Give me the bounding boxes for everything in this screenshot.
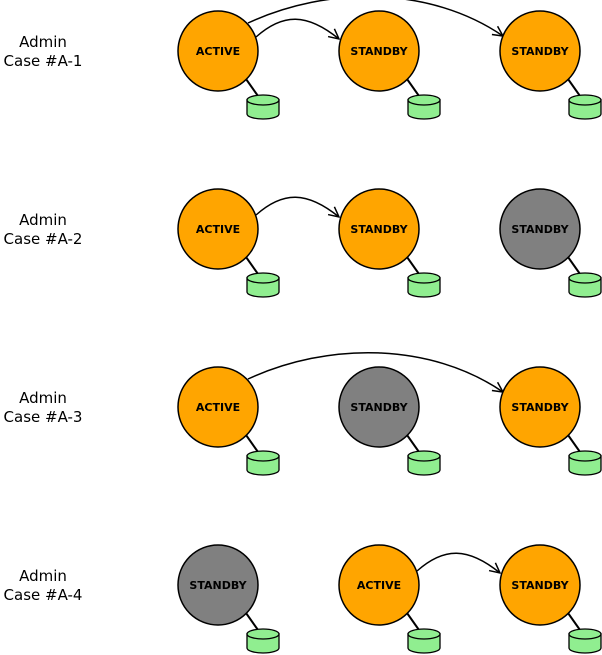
storage-link (245, 612, 259, 631)
node-circle (338, 366, 420, 448)
node-online: ACTIVE (177, 188, 259, 270)
case-title: Admin (19, 567, 67, 585)
case-number: Case #A-3 (4, 408, 83, 426)
node-offline: STANDBY (177, 544, 259, 626)
database-icon (407, 94, 441, 120)
replication-arrow (416, 552, 500, 573)
storage-link (406, 256, 420, 275)
storage-link (245, 434, 259, 453)
replication-arrow (255, 196, 339, 217)
storage-link (406, 78, 420, 97)
storage-link (567, 78, 581, 97)
database-icon (246, 450, 280, 476)
node-label: STANDBY (350, 223, 408, 236)
node-online: ACTIVE (177, 366, 259, 448)
node-online: STANDBY (338, 188, 420, 270)
node-label: STANDBY (511, 223, 569, 236)
case-number: Case #A-4 (4, 586, 83, 604)
case-title: Admin (19, 33, 67, 51)
node-online: STANDBY (499, 366, 581, 448)
storage-link (406, 434, 420, 453)
node-offline: STANDBY (338, 366, 420, 448)
database-icon (568, 450, 602, 476)
storage-link (245, 78, 259, 97)
database-icon (568, 272, 602, 298)
node-circle (338, 544, 420, 626)
storage-link (567, 256, 581, 275)
node-label: STANDBY (350, 45, 408, 58)
storage-link (245, 256, 259, 275)
node-label: ACTIVE (196, 401, 240, 414)
node-label: ACTIVE (357, 579, 401, 592)
node-circle (338, 188, 420, 270)
storage-link (567, 434, 581, 453)
node-circle (499, 10, 581, 92)
database-icon (407, 628, 441, 654)
node-online: ACTIVE (338, 544, 420, 626)
case-title: Admin (19, 389, 67, 407)
database-icon (568, 628, 602, 654)
node-circle (177, 188, 259, 270)
node-label: STANDBY (350, 401, 408, 414)
node-circle (499, 544, 581, 626)
node-label: ACTIVE (196, 223, 240, 236)
node-online: STANDBY (338, 10, 420, 92)
node-circle (338, 10, 420, 92)
node-circle (177, 366, 259, 448)
replication-arrow (247, 351, 503, 392)
database-icon (246, 628, 280, 654)
node-online: STANDBY (499, 544, 581, 626)
storage-link (567, 612, 581, 631)
database-icon (407, 272, 441, 298)
database-icon (246, 94, 280, 120)
node-circle (499, 188, 581, 270)
storage-link (406, 612, 420, 631)
database-icon (407, 450, 441, 476)
node-online: ACTIVE (177, 10, 259, 92)
replication-arrow (247, 0, 503, 36)
node-label: STANDBY (511, 401, 569, 414)
node-circle (499, 366, 581, 448)
node-circle (177, 10, 259, 92)
node-label: STANDBY (511, 45, 569, 58)
node-label: STANDBY (189, 579, 247, 592)
database-icon (246, 272, 280, 298)
node-label: ACTIVE (196, 45, 240, 58)
case-number: Case #A-1 (4, 52, 83, 70)
replication-arrow (255, 18, 339, 39)
database-icon (568, 94, 602, 120)
node-label: STANDBY (511, 579, 569, 592)
case-title: Admin (19, 211, 67, 229)
node-circle (177, 544, 259, 626)
case-number: Case #A-2 (4, 230, 83, 248)
node-offline: STANDBY (499, 188, 581, 270)
node-online: STANDBY (499, 10, 581, 92)
